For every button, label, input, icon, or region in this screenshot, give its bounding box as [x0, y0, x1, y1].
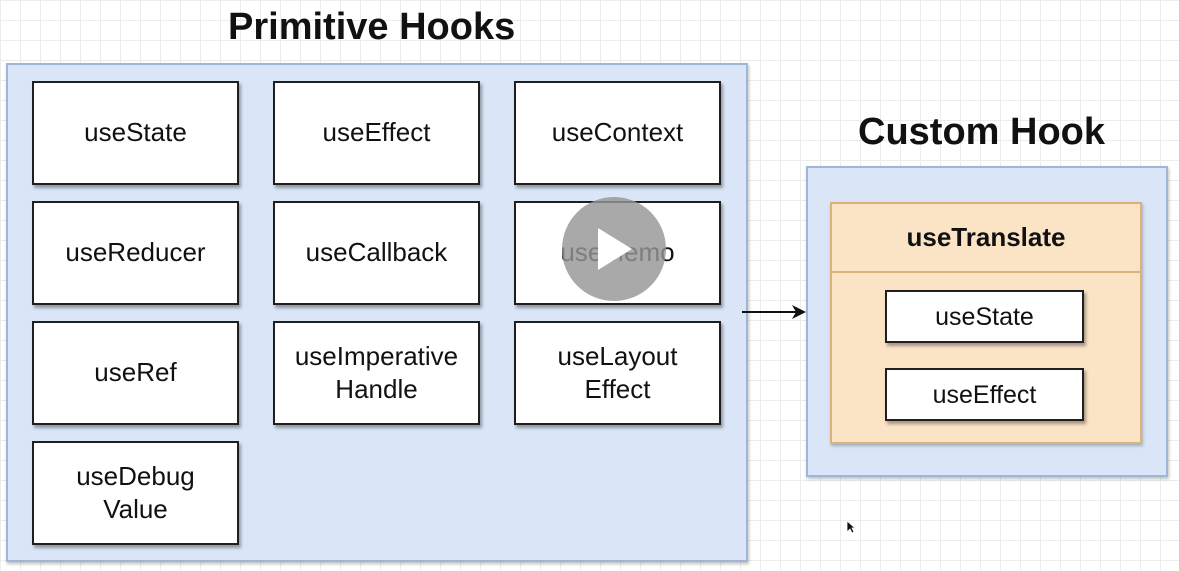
hook-use-debug-value: useDebug Value	[32, 441, 239, 545]
play-button[interactable]	[562, 197, 666, 301]
inner-hook-use-state: useState	[885, 290, 1084, 343]
arrow-connector	[742, 305, 806, 319]
play-icon	[598, 228, 632, 270]
use-translate-title: useTranslate	[832, 204, 1140, 273]
custom-hook-title: Custom Hook	[858, 111, 1105, 153]
hook-use-effect: useEffect	[273, 81, 480, 185]
hook-use-imperative-handle: useImperative Handle	[273, 321, 480, 425]
primitive-hooks-title: Primitive Hooks	[228, 6, 516, 48]
inner-hook-use-effect: useEffect	[885, 368, 1084, 421]
hook-use-context: useContext	[514, 81, 721, 185]
hook-use-callback: useCallback	[273, 201, 480, 305]
hook-use-state: useState	[32, 81, 239, 185]
custom-hook-panel: useTranslate useState useEffect	[806, 166, 1168, 477]
mouse-pointer-icon	[846, 520, 856, 534]
hook-use-ref: useRef	[32, 321, 239, 425]
hook-use-layout-effect: useLayout Effect	[514, 321, 721, 425]
hook-use-reducer: useReducer	[32, 201, 239, 305]
primitive-hooks-panel: useState useEffect useContext useReducer…	[6, 63, 748, 562]
use-translate-container: useTranslate useState useEffect	[830, 202, 1142, 444]
